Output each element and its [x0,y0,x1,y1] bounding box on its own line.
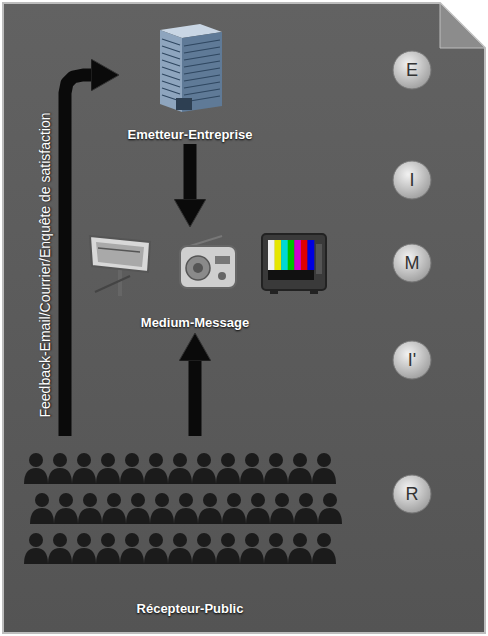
step-circle: R [392,474,432,514]
node-label: Emetteur-Entreprise [128,127,253,142]
node-label: Medium-Message [141,315,249,330]
step-letter: M [405,253,420,274]
flow-arrow [65,75,92,436]
radio-icon [180,236,236,288]
audience-icon [24,453,342,564]
step-letter: R [406,484,419,505]
folded-corner [440,3,485,48]
building-icon [160,24,222,112]
billboard-icon [90,236,150,296]
panel [3,3,485,633]
flow-arrow [189,360,202,436]
node-label: Récepteur-Public [137,601,244,616]
step-circle: E [392,50,432,90]
feedback-label: Feedback-Email/Courrier/Enquête de satis… [37,112,53,417]
receiver-box: Récepteur-Public [20,436,360,618]
step-letter: I [409,170,414,191]
medium-box: Medium-Message [80,228,310,332]
step-circle: I [392,160,432,200]
step-circle: I' [392,340,432,380]
sender-box: Emetteur-Entreprise [120,22,260,144]
step-letter: E [406,60,418,81]
step-circle: M [392,243,432,283]
flow-arrow [184,144,197,200]
step-letter: I' [408,350,416,371]
tv-icon [262,234,326,294]
